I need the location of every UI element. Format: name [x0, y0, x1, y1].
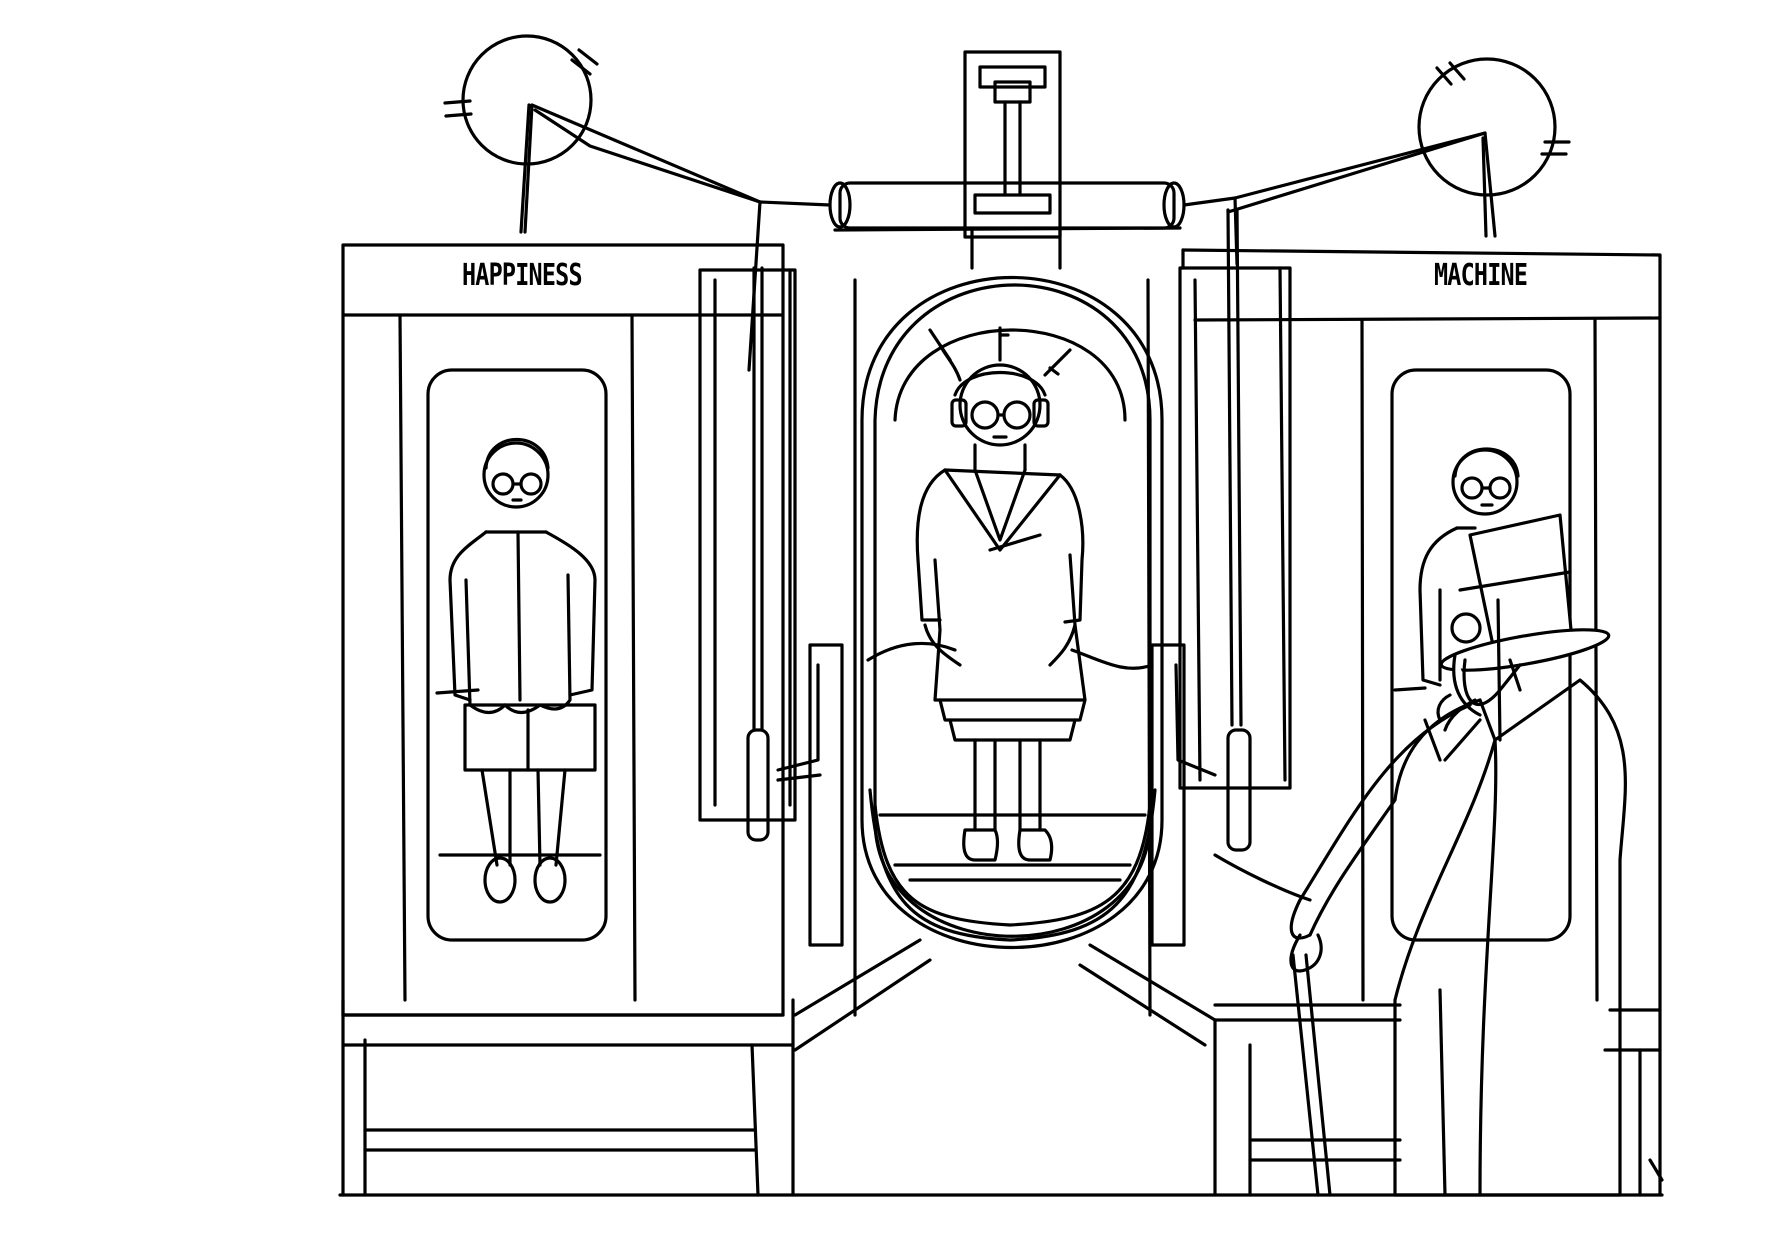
left-gauge-dial: [443, 34, 762, 372]
left-cabinet: [341, 243, 785, 1017]
right-pipe-column: [1146, 208, 1292, 1017]
sign-happiness: HAPPINESS: [462, 258, 583, 293]
capsule-support-legs: [791, 938, 1217, 1197]
right-gauge-dial: [1226, 57, 1571, 266]
left-lever-handle: [776, 643, 844, 947]
ground-line: [338, 998, 1664, 1197]
right-cabinet: [1181, 248, 1662, 1197]
left-figure-boy: [448, 437, 597, 904]
central-figure-woman: [915, 326, 1087, 862]
right-figure-boy: [1418, 447, 1520, 687]
gentleman-top-hat-figure: [1213, 513, 1627, 1197]
sign-machine: MACHINE: [1434, 258, 1528, 293]
central-capsule-chamber: [860, 276, 1164, 950]
right-lever-handle: [1150, 643, 1217, 947]
right-base-platform: [1213, 1003, 1662, 1197]
left-pipe-column: [698, 266, 857, 1017]
top-crossbar-cylinder: [758, 181, 1237, 270]
left-base-platform: [341, 1013, 795, 1197]
top-piston-housing: [963, 50, 1062, 239]
